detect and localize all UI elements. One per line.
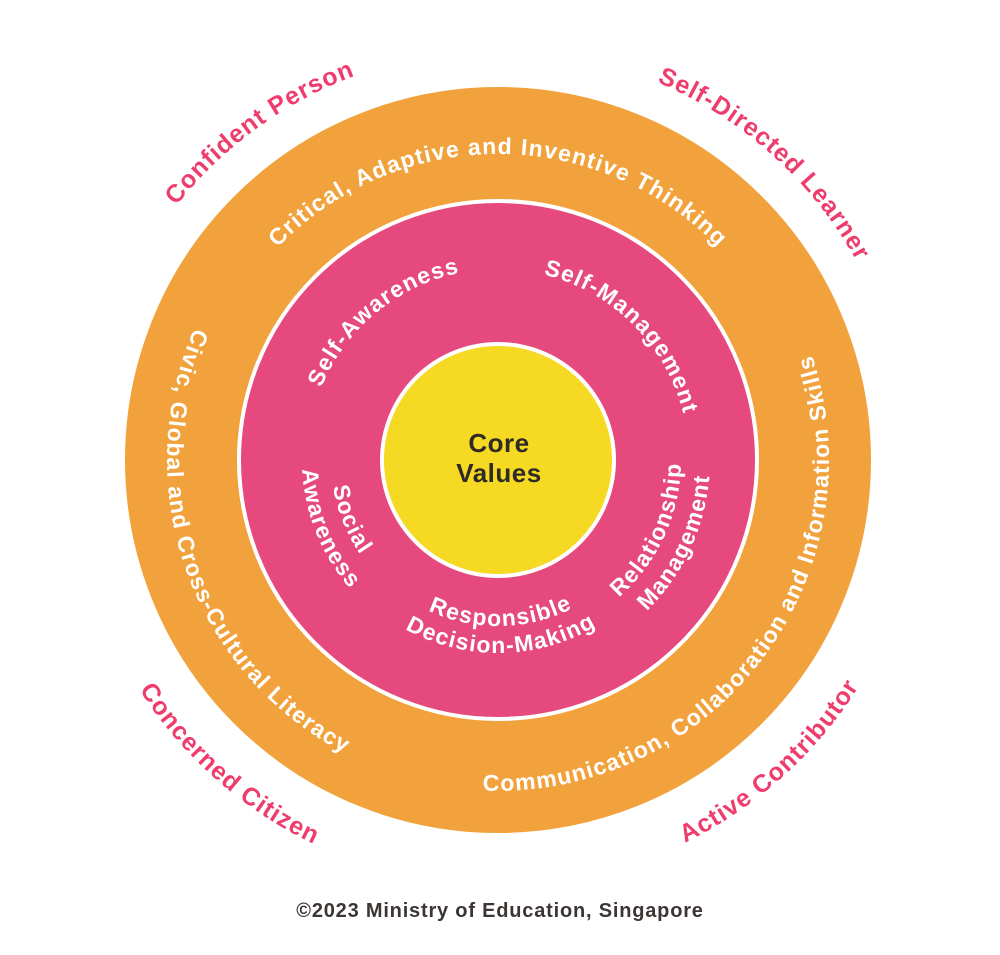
copyright-text-content: ©2023 Ministry of Education, Singapore	[296, 900, 703, 922]
values-label-text: Values	[456, 458, 541, 488]
core-values-label-line2: Values	[456, 458, 541, 488]
core-label-text: Core	[468, 428, 529, 458]
core-values-circle	[380, 342, 616, 578]
copyright-text: ©2023 Ministry of Education, Singapore	[296, 900, 703, 922]
core-values-label-line1: Core	[468, 428, 529, 458]
